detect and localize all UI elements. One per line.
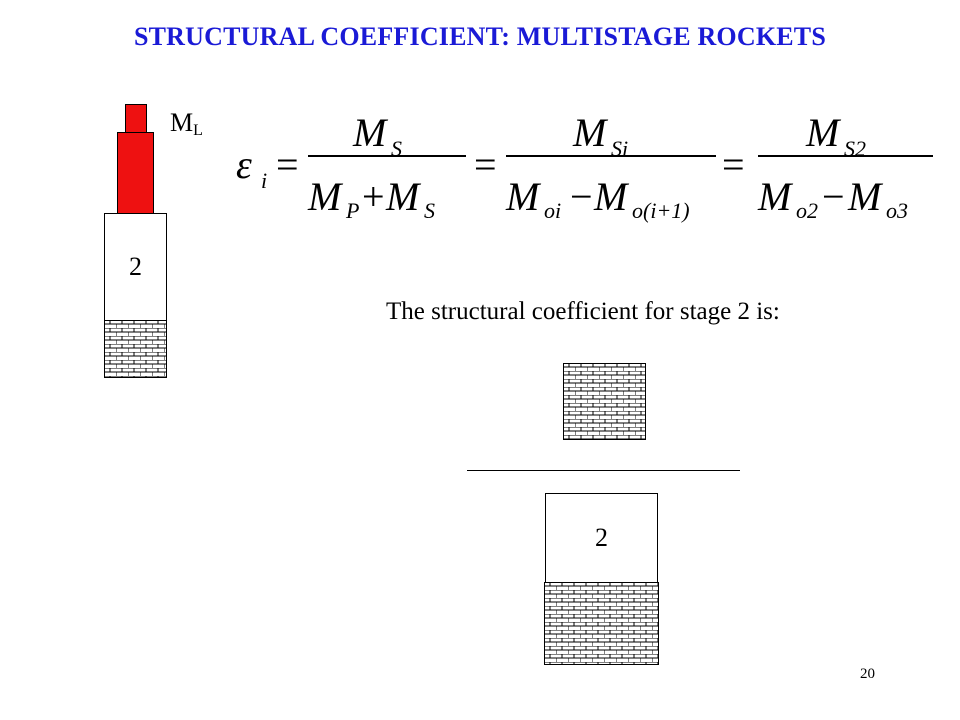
rocket-upper-stage	[117, 132, 154, 214]
structure-numerator-block	[563, 363, 646, 440]
denominator-structure-block	[544, 582, 659, 665]
svg-text:M: M	[757, 174, 794, 219]
caption-text: The structural coefficient for stage 2 i…	[386, 298, 780, 325]
svg-text:o3: o3	[886, 198, 908, 223]
slide-title: STRUCTURAL COEFFICIENT: MULTISTAGE ROCKE…	[133, 22, 826, 51]
fraction-2: M Si M oi − M o(i+1)	[505, 110, 716, 223]
svg-text:M: M	[385, 174, 422, 219]
fraction-3: M S2 M o2 − M o3	[757, 110, 933, 223]
svg-text:i: i	[261, 168, 267, 193]
equals-sign-2: =	[474, 142, 497, 187]
svg-text:M: M	[307, 174, 344, 219]
svg-text:Si: Si	[611, 136, 628, 161]
svg-text:S: S	[391, 136, 402, 161]
svg-text:o(i+1): o(i+1)	[632, 198, 690, 223]
svg-text:M: M	[572, 110, 609, 155]
svg-text:M: M	[593, 174, 630, 219]
svg-text:o2: o2	[796, 198, 818, 223]
svg-text:S: S	[424, 198, 435, 223]
rocket-stage-label: 2	[129, 252, 142, 281]
epsilon-symbol: ε	[236, 142, 252, 187]
svg-text:S2: S2	[844, 136, 866, 161]
rocket-payload-top	[125, 104, 147, 133]
svg-text:M: M	[847, 174, 884, 219]
fraction-line	[467, 470, 740, 471]
page-number: 20	[860, 666, 875, 682]
structural-coefficient-equation: ε i = M S M P + M S = M Si M oi − M o(i+…	[236, 110, 933, 223]
equals-sign-3: =	[722, 142, 745, 187]
svg-text:M: M	[505, 174, 542, 219]
svg-text:oi: oi	[544, 198, 561, 223]
svg-text:−: −	[570, 174, 593, 219]
fraction-1: M S M P + M S	[307, 110, 466, 223]
svg-text:P: P	[345, 198, 359, 223]
rocket-stage-2-propellant: 2	[104, 213, 167, 321]
svg-text:+: +	[362, 174, 385, 219]
equals-sign-1: =	[276, 142, 299, 187]
svg-text:−: −	[822, 174, 845, 219]
rocket-stage-2-structure	[104, 320, 167, 378]
denominator-stage-label: 2	[595, 523, 608, 552]
denominator-propellant-block: 2	[545, 493, 658, 583]
svg-text:M: M	[352, 110, 389, 155]
payload-mass-label: ML	[170, 108, 203, 139]
svg-text:M: M	[805, 110, 842, 155]
